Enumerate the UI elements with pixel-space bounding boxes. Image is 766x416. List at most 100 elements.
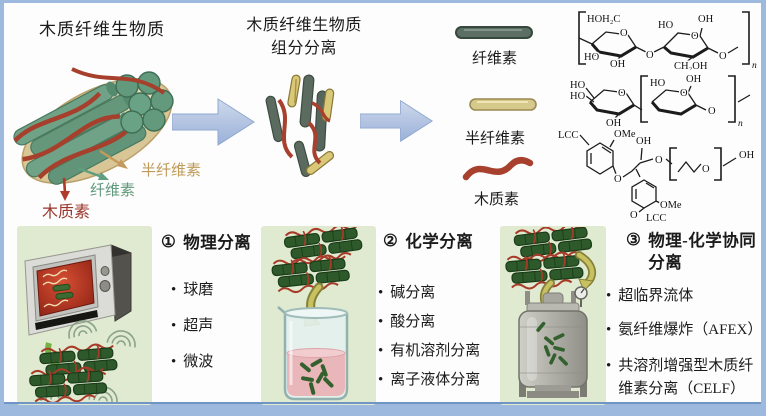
list-item: • 离子液体分离 xyxy=(378,371,480,389)
process-arrow-icon xyxy=(172,98,255,146)
bullet-dot: • xyxy=(171,318,177,334)
legend-cellulose-label: 纤维素 xyxy=(472,51,518,67)
lignin-pointer-arrow xyxy=(60,177,70,201)
bullet-dot: • xyxy=(378,343,384,359)
method-3-items: • 超临界流体 • 氨纤维爆炸（AFEX） • 共溶剂增强型木质纤维素分离（CE… xyxy=(606,287,766,402)
bullet-dot: • xyxy=(606,322,612,338)
lignin-strand-legend-icon xyxy=(462,157,534,181)
list-item: • 酸分离 xyxy=(378,313,480,331)
separation-title: 木质纤维生物质 组分分离 xyxy=(234,14,374,60)
list-item: • 超声 xyxy=(171,317,213,335)
separation-title-line2: 组分分离 xyxy=(270,40,337,58)
cellulose-structure: HOH₂C HO OH O O HO OH O CH₂OH O n xyxy=(578,11,759,70)
svg-text:OH: OH xyxy=(606,118,622,128)
process-arrow-icon xyxy=(360,99,434,143)
cellulose-pointer-arrow xyxy=(77,166,109,180)
reactor-scene xyxy=(504,227,597,398)
biomass-bundle-icon xyxy=(28,365,109,405)
list-item: • 氨纤维爆炸（AFEX） xyxy=(606,321,766,339)
side-arrow-icon xyxy=(575,251,597,292)
method-1-title: 物理分离 xyxy=(183,233,252,252)
biomass-bundle-illustration xyxy=(13,67,174,201)
method-1-heading: ① 物理分离 xyxy=(161,232,251,254)
method-2-items: • 碱分离 • 酸分离 • 有机溶剂分离 • 离子液体分离 xyxy=(378,284,480,389)
method-2-item-1: 碱分离 xyxy=(390,285,436,301)
method-2-heading: ② 化学分离 xyxy=(383,231,473,253)
microwave-scene xyxy=(24,244,136,405)
bullet-dot: • xyxy=(171,354,177,370)
method-2-item-3: 有机溶剂分离 xyxy=(390,343,481,359)
method-1-item-1: 球磨 xyxy=(183,282,214,298)
svg-text:OMe: OMe xyxy=(614,129,636,140)
svg-text:O: O xyxy=(620,28,628,39)
svg-text:LCC: LCC xyxy=(558,130,578,141)
method-3-number: ③ xyxy=(626,230,642,249)
reactor-icon xyxy=(518,286,588,398)
svg-text:n: n xyxy=(752,61,757,70)
beaker-icon xyxy=(277,306,349,401)
method-3-item-1: 超临界流体 xyxy=(618,288,694,304)
list-item: • 微波 xyxy=(171,353,213,371)
biomass-fragments xyxy=(299,358,334,395)
method-3-item-3: 共溶剂增强型木质纤维素分离（CELF） xyxy=(618,358,754,398)
separated-components-illustration xyxy=(265,74,335,178)
bullet-dot: • xyxy=(171,282,177,298)
lignin-strand xyxy=(71,67,166,95)
biomass-fragments xyxy=(536,321,568,366)
bullet-dot: • xyxy=(606,288,612,304)
bullet-dot: • xyxy=(378,372,384,388)
svg-text:O: O xyxy=(630,210,638,221)
svg-text:n: n xyxy=(738,119,743,128)
legend-lignin-label: 木质素 xyxy=(474,192,520,208)
method-3-item-2: 氨纤维爆炸（AFEX） xyxy=(618,322,763,338)
list-item: • 碱分离 xyxy=(378,284,480,302)
svg-text:O: O xyxy=(708,106,716,117)
svg-text:OMe: OMe xyxy=(660,200,682,211)
method-1-item-3: 微波 xyxy=(183,354,214,370)
svg-text:LCC: LCC xyxy=(646,213,666,222)
svg-text:O: O xyxy=(719,51,727,62)
svg-text:HO: HO xyxy=(658,20,674,31)
separation-title-line1: 木质纤维生物质 xyxy=(246,17,362,34)
bullet-dot: • xyxy=(378,285,384,301)
method-2-title: 化学分离 xyxy=(405,232,474,251)
bullet-dot: • xyxy=(606,358,612,374)
lignin-strand-icon xyxy=(277,98,331,165)
cellulose-rod-legend-icon xyxy=(455,26,533,39)
frame-accent-line xyxy=(4,402,761,404)
method-1-number: ① xyxy=(161,232,177,251)
method-2-item-2: 酸分离 xyxy=(390,314,436,330)
svg-text:O: O xyxy=(614,174,622,185)
cellulose-label: 纤维素 xyxy=(90,183,136,199)
lignin-label: 木质素 xyxy=(42,204,91,221)
method-3-heading: ③ 物理-化学协同分离 xyxy=(626,230,760,275)
svg-text:CH₂OH: CH₂OH xyxy=(674,61,708,70)
svg-text:OH: OH xyxy=(636,136,652,147)
svg-text:HOH₂C: HOH₂C xyxy=(587,14,620,25)
legend-hemicellulose-label: 半纤维素 xyxy=(465,131,526,147)
source-title: 木质纤维生物质 xyxy=(39,20,165,39)
svg-text:HO: HO xyxy=(584,52,600,63)
svg-text:HO: HO xyxy=(570,80,586,91)
svg-text:OH: OH xyxy=(739,150,755,161)
figure-canvas: 木质纤维生物质 xyxy=(4,3,762,405)
hemicellulose-structure: HO HO O OH HO OH O O n xyxy=(569,73,751,128)
method-1-items: • 球磨 • 超声 • 微波 xyxy=(171,281,213,371)
svg-text:OH: OH xyxy=(610,59,626,70)
hemicellulose-pointer-arrow xyxy=(99,149,128,169)
svg-text:O: O xyxy=(618,88,626,99)
microwave-icon xyxy=(24,244,132,336)
svg-text:OH: OH xyxy=(686,74,702,85)
svg-text:O: O xyxy=(646,50,654,61)
bullet-dot: • xyxy=(378,314,384,330)
svg-text:O: O xyxy=(691,31,699,42)
beaker-scene xyxy=(270,227,365,401)
method-2-item-4: 离子液体分离 xyxy=(390,372,481,388)
list-item: • 有机溶剂分离 xyxy=(378,342,480,360)
lignin-structure: LCC OMe OH O O O OH OMe O LCC xyxy=(557,128,757,223)
svg-text:O: O xyxy=(702,164,710,175)
hemicellulose-rod-legend-icon xyxy=(469,98,537,111)
list-item: • 共溶剂增强型木质纤维素分离（CELF） xyxy=(606,355,766,402)
method-1-item-2: 超声 xyxy=(183,318,214,334)
